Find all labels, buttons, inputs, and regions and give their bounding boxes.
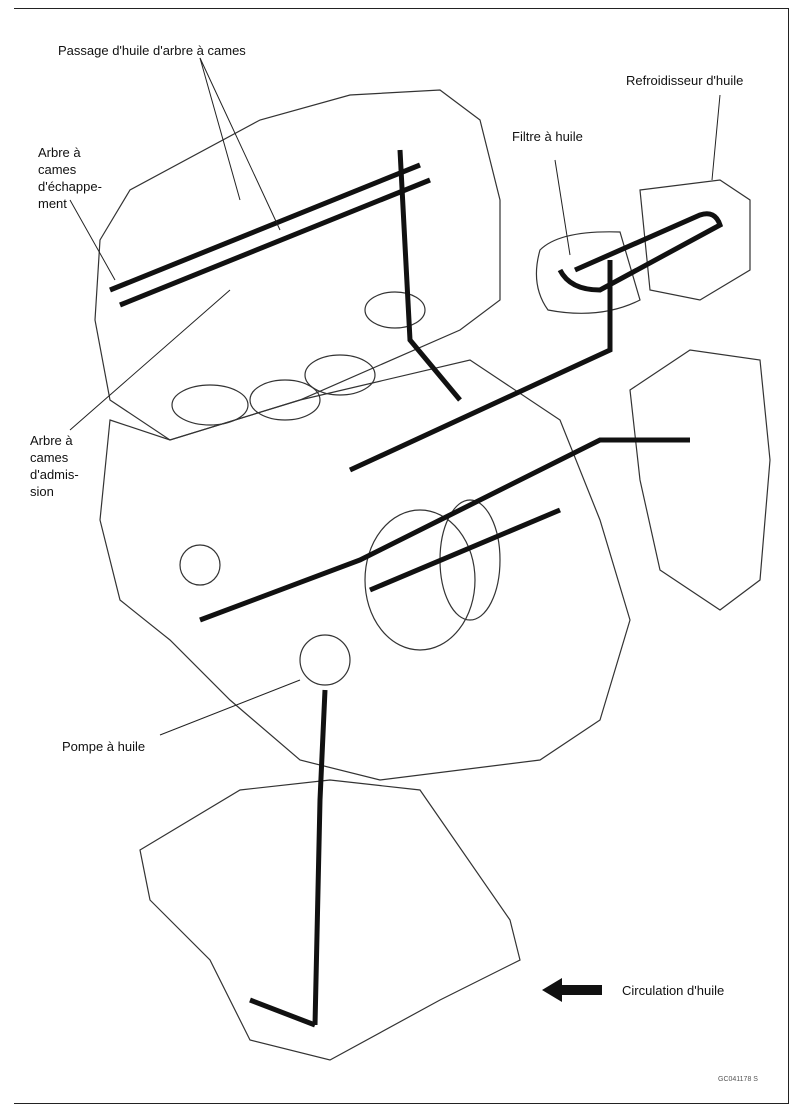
figure-frame — [14, 8, 789, 1104]
label-oil-cooler: Refroidisseur d'huile — [626, 73, 744, 88]
oil-filter-outline — [535, 231, 641, 314]
label-exhaust-camshaft: Arbre à cames d'échappe- ment — [38, 144, 102, 212]
piston — [364, 291, 426, 329]
crank-end — [179, 544, 221, 586]
cylinder-head-outline — [94, 89, 501, 441]
crankcase-outline — [99, 359, 631, 781]
oil-flow-lines — [109, 149, 724, 1028]
gear — [364, 509, 476, 651]
label-line: ment — [38, 196, 67, 211]
label-line: sion — [30, 484, 54, 499]
piston — [249, 379, 321, 421]
label-oil-pump: Pompe à huile — [62, 739, 146, 754]
piston — [304, 354, 376, 396]
label-line: cames — [30, 450, 69, 465]
side-cover-outline — [629, 349, 771, 611]
legend-oil-flow: Circulation d'huile — [622, 983, 725, 998]
figure-code: GC041178 S — [718, 1076, 758, 1083]
label-line: Arbre à — [30, 433, 73, 448]
oil-pan-outline — [139, 779, 521, 1061]
oil-cooler-outline — [639, 179, 751, 301]
label-camshaft-oil-passage: Passage d'huile d'arbre à cames — [58, 43, 246, 58]
label-line: cames — [38, 162, 77, 177]
flow-arrow-icon — [542, 978, 602, 1002]
label-line: Arbre à — [38, 145, 81, 160]
piston — [171, 384, 249, 426]
label-oil-filter: Filtre à huile — [512, 129, 583, 144]
oil-pump-rotor — [299, 634, 351, 686]
label-line: d'échappe- — [38, 179, 102, 194]
label-intake-camshaft: Arbre à cames d'admis- sion — [30, 432, 79, 500]
label-line: d'admis- — [30, 467, 79, 482]
